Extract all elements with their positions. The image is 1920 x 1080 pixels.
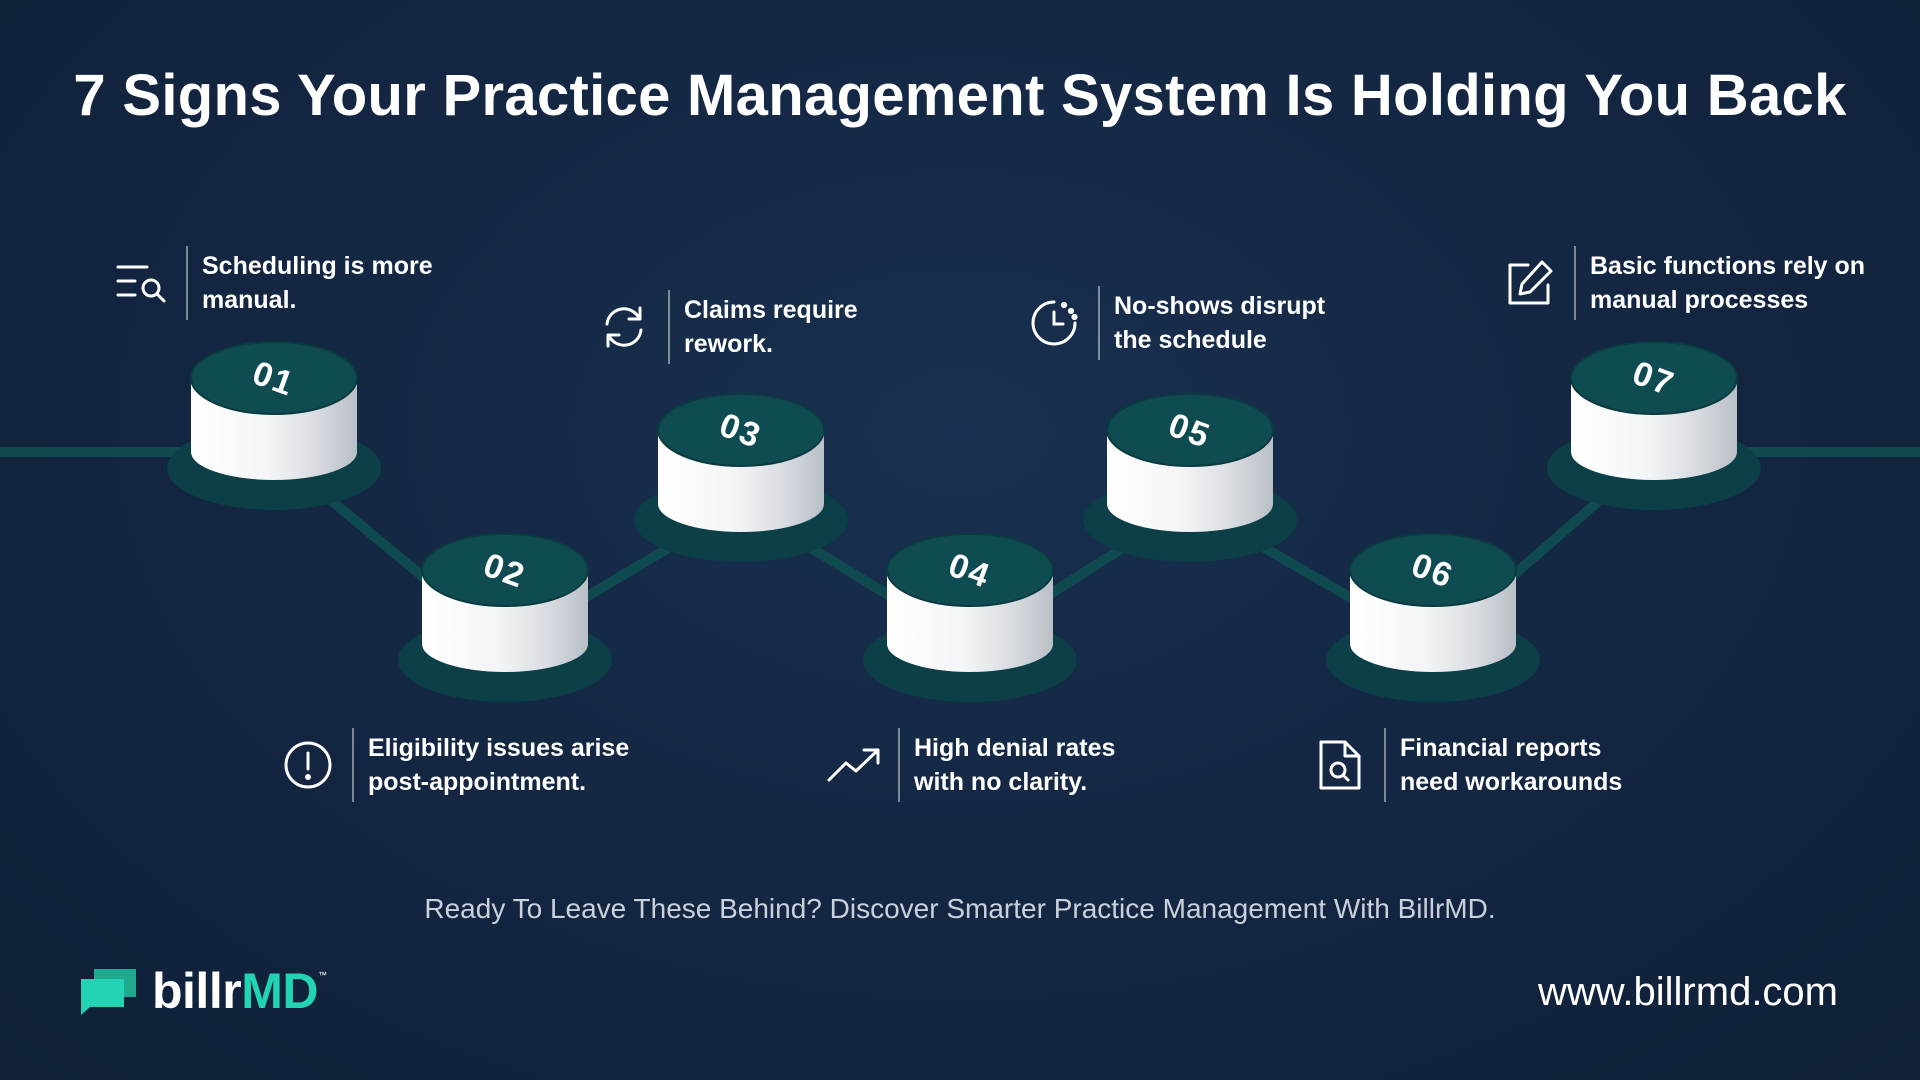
step-cylinder-02: 02 bbox=[398, 533, 612, 702]
step-label-02: Eligibility issues arise post-appointmen… bbox=[276, 728, 668, 802]
brand-part1: billr bbox=[152, 963, 242, 1019]
step-label-05: No-shows disrupt the schedule bbox=[1022, 286, 1354, 360]
document-search-icon bbox=[1308, 733, 1372, 797]
step-cylinder-05: 05 bbox=[1083, 393, 1297, 562]
divider bbox=[1384, 728, 1386, 802]
step-text: No-shows disrupt the schedule bbox=[1114, 292, 1326, 354]
step-cylinder-03: 03 bbox=[634, 393, 848, 562]
trademark: ™ bbox=[317, 970, 327, 980]
step-label-01: Scheduling is more manual. bbox=[110, 246, 502, 320]
step-label-03: Claims require rework. bbox=[592, 290, 884, 364]
cylinder-top bbox=[1570, 341, 1738, 415]
brand-wordmark: billrMD bbox=[152, 962, 318, 1020]
edit-icon bbox=[1498, 251, 1562, 315]
page-title: 7 Signs Your Practice Management System … bbox=[73, 63, 1847, 128]
website-url[interactable]: www.billrmd.com bbox=[1537, 970, 1838, 1014]
step-cylinder-01: 01 bbox=[167, 341, 381, 510]
call-to-action: Ready To Leave These Behind? Discover Sm… bbox=[424, 893, 1496, 924]
step-text: Financial reports need workarounds bbox=[1400, 734, 1623, 796]
step-text: Eligibility issues arise post-appointmen… bbox=[368, 734, 630, 796]
cylinder-top bbox=[657, 393, 825, 467]
chat-bubbles-icon bbox=[81, 969, 136, 1015]
step-label-07: Basic functions rely on manual processes bbox=[1498, 246, 1890, 320]
cylinder-top bbox=[190, 341, 358, 415]
step-text: High denial rates with no clarity. bbox=[914, 734, 1116, 796]
cylinder-top bbox=[886, 533, 1054, 607]
cylinder-top bbox=[421, 533, 589, 607]
divider bbox=[1574, 246, 1576, 320]
step-label-04: High denial rates with no clarity. bbox=[822, 728, 1144, 802]
trend-up-icon bbox=[822, 733, 886, 797]
step-cylinder-04: 04 bbox=[863, 533, 1077, 702]
refresh-icon bbox=[592, 295, 656, 359]
divider bbox=[668, 290, 670, 364]
step-cylinder-06: 06 bbox=[1326, 533, 1540, 702]
step-label-06: Financial reports need workarounds bbox=[1308, 728, 1660, 802]
cylinder-top bbox=[1349, 533, 1517, 607]
brand-logo: billrMD ™ bbox=[78, 962, 327, 1020]
brand-part2: MD bbox=[241, 963, 318, 1019]
divider bbox=[186, 246, 188, 320]
step-text: Scheduling is more manual. bbox=[202, 252, 433, 314]
divider bbox=[352, 728, 354, 802]
cylinder-top bbox=[1106, 393, 1274, 467]
step-text: Claims require rework. bbox=[684, 296, 858, 358]
alert-circle-icon bbox=[276, 733, 340, 797]
step-text: Basic functions rely on manual processes bbox=[1590, 252, 1866, 314]
search-list-icon bbox=[110, 251, 174, 315]
divider bbox=[898, 728, 900, 802]
clock-dots-icon bbox=[1022, 291, 1086, 355]
divider bbox=[1098, 286, 1100, 360]
step-cylinder-07: 07 bbox=[1547, 341, 1761, 510]
